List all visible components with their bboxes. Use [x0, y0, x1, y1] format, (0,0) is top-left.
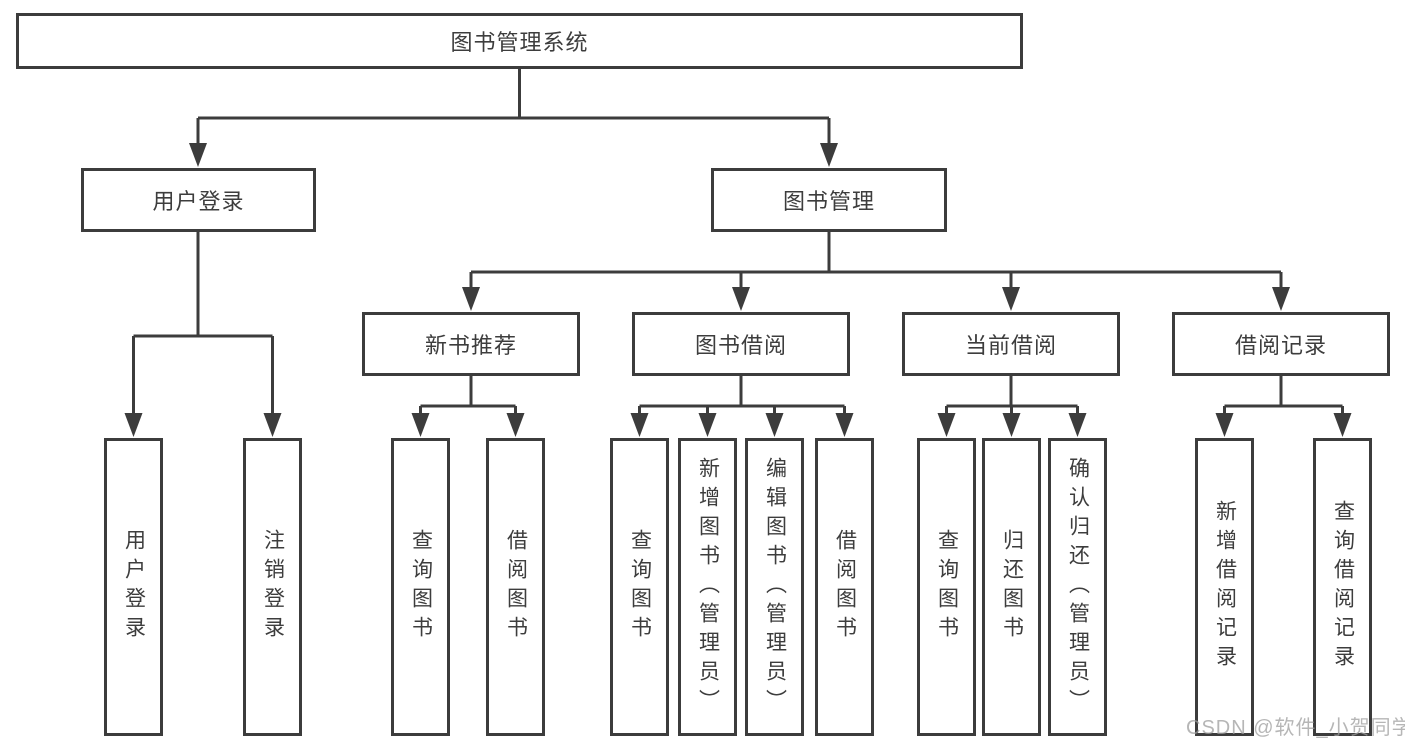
- node-new-book-recommend: 新书推荐: [362, 312, 580, 376]
- node-current-borrowing: 当前借阅: [902, 312, 1120, 376]
- node-add-book-admin: 新增图书（管理员）: [678, 438, 737, 736]
- arrowheads: [124, 143, 1352, 437]
- node-library-management-system: 图书管理系统: [16, 13, 1023, 69]
- node-user-login: 用户登录: [81, 168, 316, 232]
- node-borrowing-borrow-books: 借阅图书: [815, 438, 874, 736]
- node-borrowing-records: 借阅记录: [1172, 312, 1390, 376]
- node-recommend-query-books: 查询图书: [391, 438, 450, 736]
- node-book-borrowing: 图书借阅: [632, 312, 850, 376]
- node-query-borrow-record: 查询借阅记录: [1313, 438, 1372, 736]
- node-confirm-return-admin: 确认归还（管理员）: [1048, 438, 1107, 736]
- node-book-management: 图书管理: [711, 168, 947, 232]
- node-recommend-borrow-books: 借阅图书: [486, 438, 545, 736]
- node-edit-book-admin: 编辑图书（管理员）: [745, 438, 804, 736]
- node-login-user: 用户登录: [104, 438, 163, 736]
- node-current-query-books: 查询图书: [917, 438, 976, 736]
- node-logout: 注销登录: [243, 438, 302, 736]
- node-add-borrow-record: 新增借阅记录: [1195, 438, 1254, 736]
- node-return-books: 归还图书: [982, 438, 1041, 736]
- csdn-watermark: CSDN @软件_小贺同学: [1186, 717, 1405, 739]
- node-borrowing-query-books: 查询图书: [610, 438, 669, 736]
